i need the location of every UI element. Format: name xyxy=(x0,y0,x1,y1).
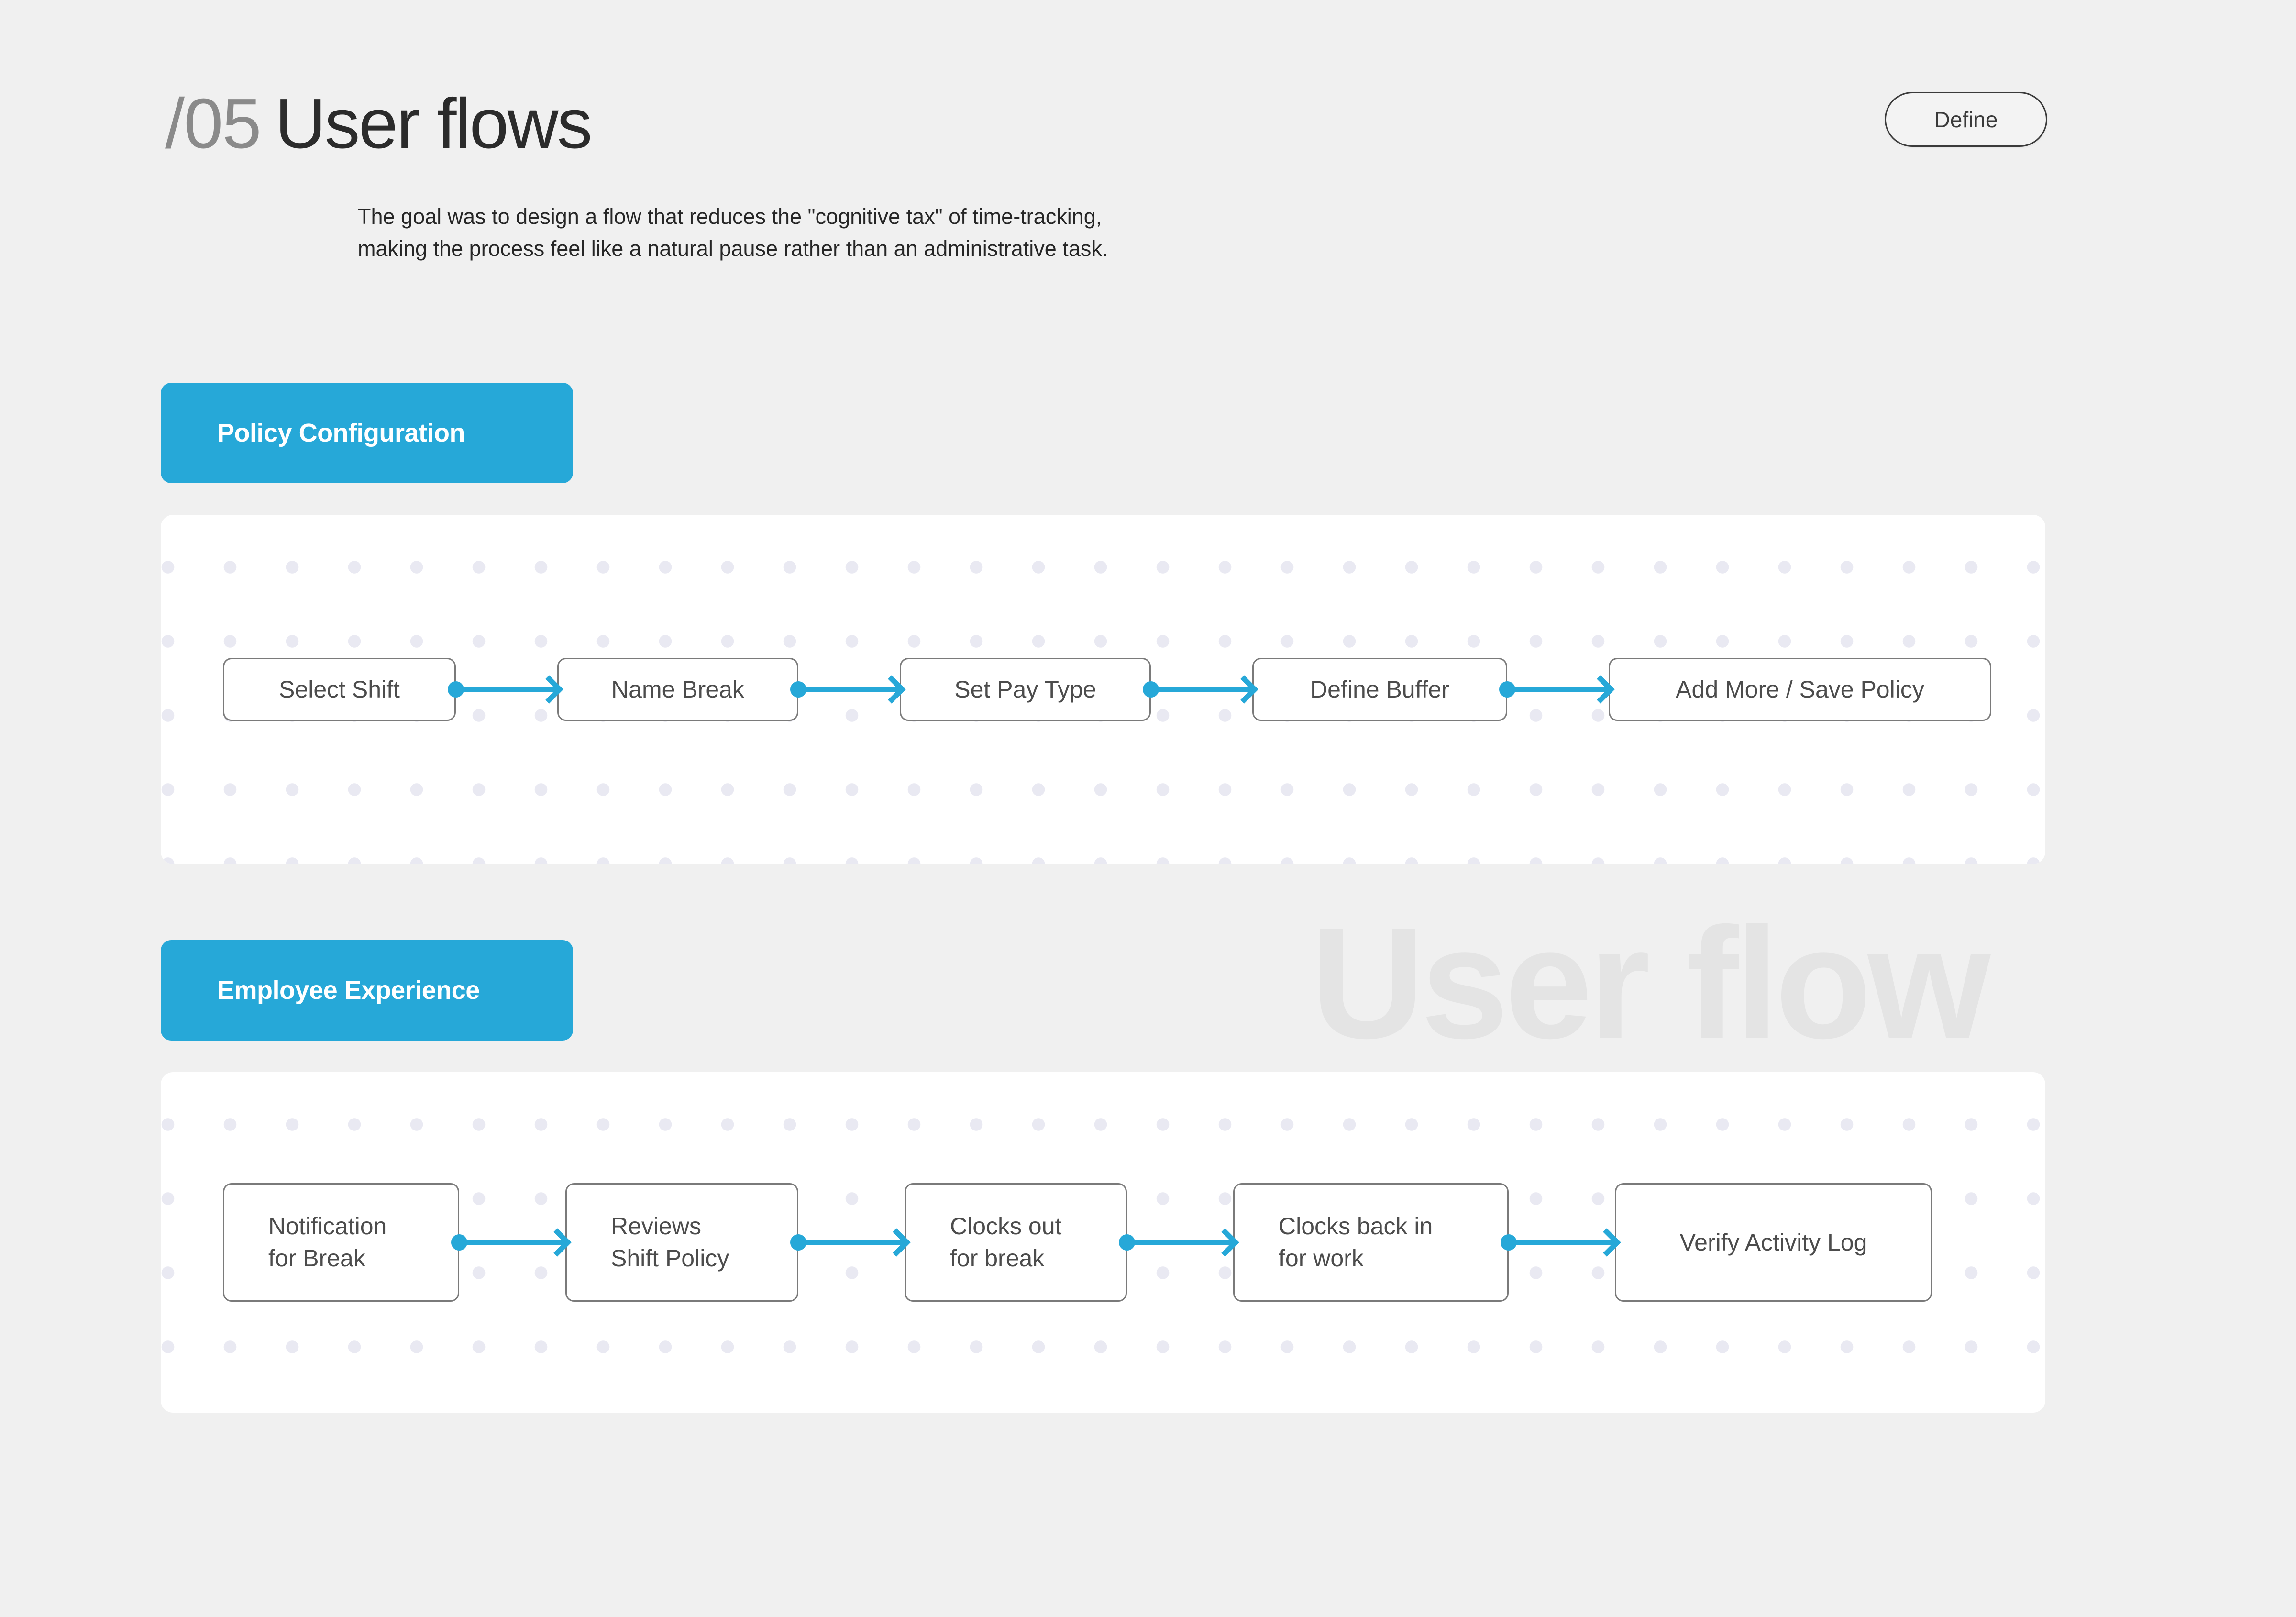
flow-connector-arrow xyxy=(1501,1183,1621,1302)
watermark-text: User flow xyxy=(1311,895,1990,1071)
connector-line xyxy=(459,1240,565,1245)
connector-line xyxy=(798,687,900,692)
section-tag-label: Employee Experience xyxy=(161,940,573,1041)
connector-line xyxy=(456,687,557,692)
flow-node[interactable]: Add More / Save Policy xyxy=(1609,658,1991,721)
flow-connector-arrow xyxy=(451,1183,572,1302)
flow-connector-arrow xyxy=(448,658,563,721)
flow-connector-arrow xyxy=(1499,658,1615,721)
section-number: /05 xyxy=(165,84,262,163)
flow-node-label: Define Buffer xyxy=(1310,676,1449,703)
flow-node-label: Clocks out for break xyxy=(950,1213,1062,1272)
flow-connector-arrow xyxy=(790,1183,911,1302)
flow-node-label: Select Shift xyxy=(279,676,400,703)
flow-node-label: Name Break xyxy=(611,676,744,703)
flow-node[interactable]: Select Shift xyxy=(223,658,456,721)
flow-node-label: Reviews Shift Policy xyxy=(611,1213,729,1272)
flow-canvas: Notification for Break Reviews Shift Pol… xyxy=(161,1072,2045,1413)
flow-node[interactable]: Define Buffer xyxy=(1252,658,1507,721)
flow-node-label: Set Pay Type xyxy=(954,676,1096,703)
flow-node[interactable]: Verify Activity Log xyxy=(1615,1183,1932,1302)
flow-node[interactable]: Notification for Break xyxy=(223,1183,459,1302)
connector-line xyxy=(1151,687,1252,692)
connector-line xyxy=(1509,1240,1615,1245)
page-title: /05 User flows xyxy=(165,84,593,163)
flow-node-label: Clocks back in for work xyxy=(1279,1213,1433,1272)
page-header: /05 User flows The goal was to design a … xyxy=(0,0,2296,316)
phase-badge[interactable]: Define xyxy=(1885,92,2047,147)
flow-node[interactable]: Clocks out for break xyxy=(905,1183,1127,1302)
flow-node[interactable]: Clocks back in for work xyxy=(1233,1183,1509,1302)
flow-node-label: Add More / Save Policy xyxy=(1676,676,1924,703)
flow-node[interactable]: Name Break xyxy=(557,658,798,721)
flow-node-label: Notification for Break xyxy=(268,1213,387,1272)
connector-line xyxy=(1127,1240,1233,1245)
flow-connector-arrow xyxy=(1119,1183,1239,1302)
flow-node[interactable]: Set Pay Type xyxy=(900,658,1151,721)
page-subtitle: The goal was to design a flow that reduc… xyxy=(358,204,1108,261)
flow-diagram: Notification for Break Reviews Shift Pol… xyxy=(161,1072,2045,1413)
flow-diagram: Select Shift Name Break Set Pay Type xyxy=(161,515,2045,864)
flow-connector-arrow xyxy=(790,658,906,721)
connector-line xyxy=(1507,687,1609,692)
section-tag-label: Policy Configuration xyxy=(161,383,573,483)
page-title-text: User flows xyxy=(275,84,593,163)
flow-canvas: Select Shift Name Break Set Pay Type xyxy=(161,515,2045,864)
flow-node-label: Verify Activity Log xyxy=(1679,1229,1867,1256)
flow-node[interactable]: Reviews Shift Policy xyxy=(565,1183,798,1302)
flow-connector-arrow xyxy=(1143,658,1258,721)
connector-line xyxy=(798,1240,905,1245)
